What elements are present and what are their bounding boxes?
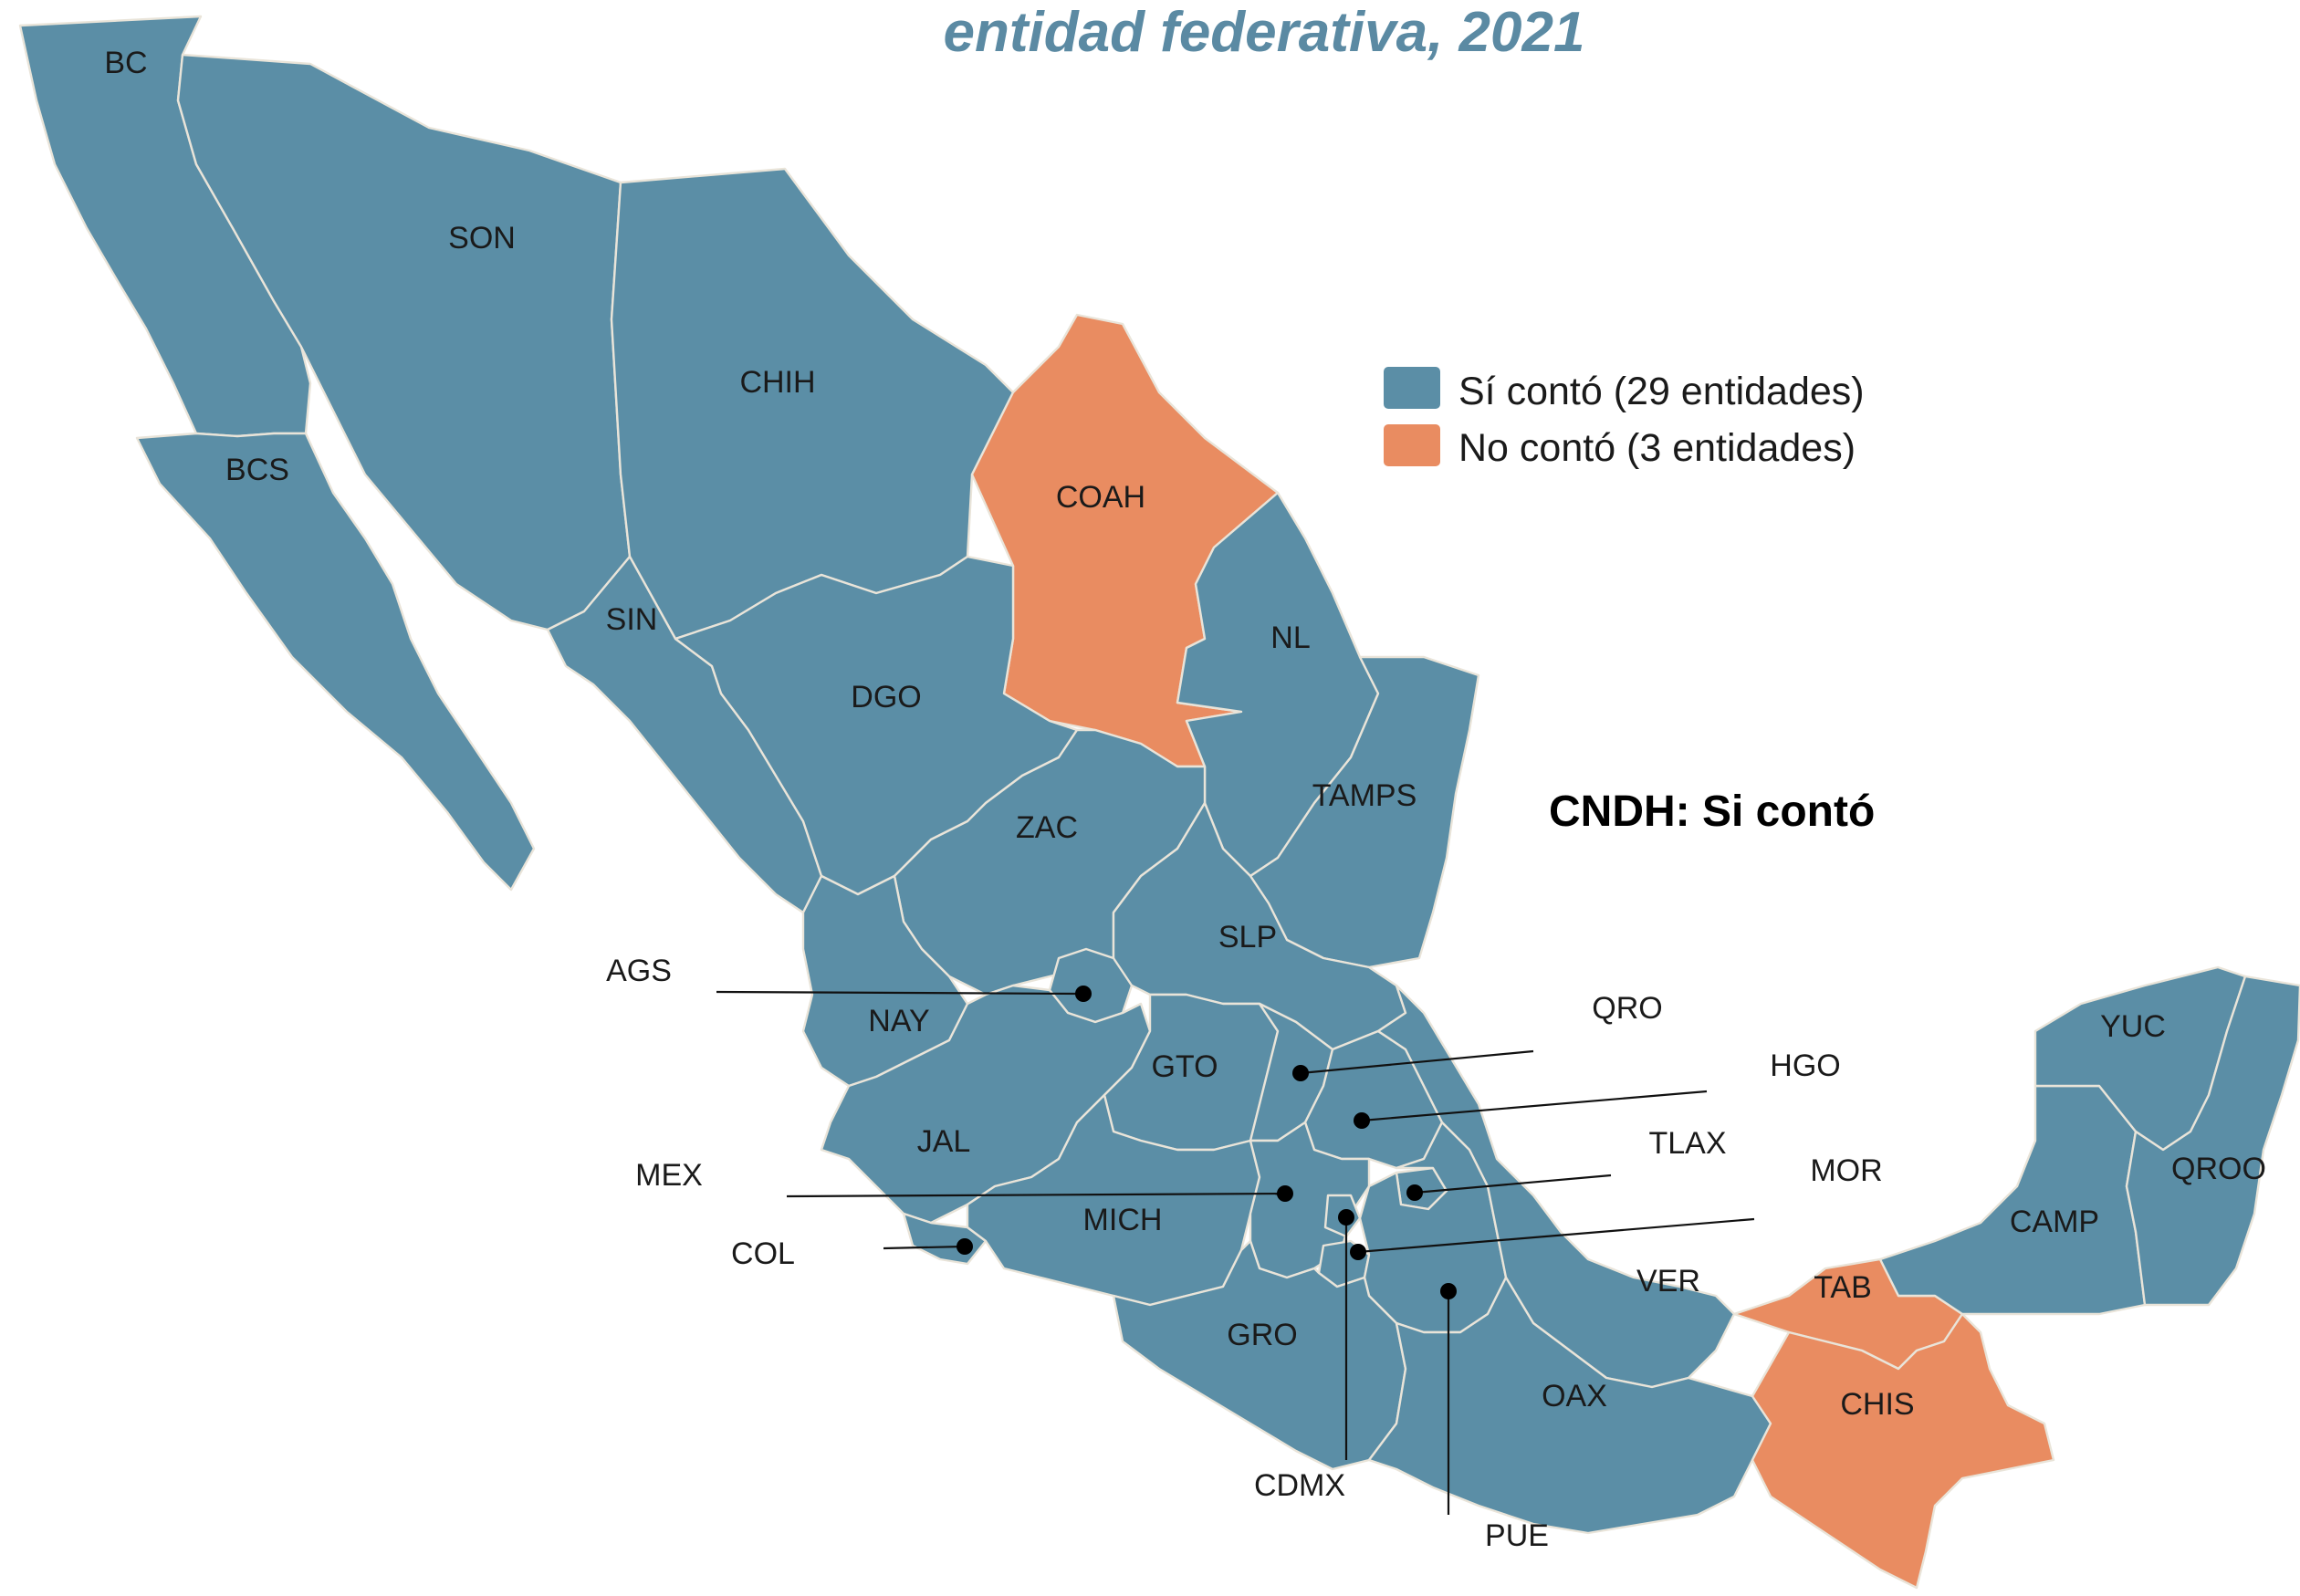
- label-oax: OAX: [1542, 1379, 1607, 1413]
- label-bcs: BCS: [225, 453, 289, 487]
- leader-col: [883, 1245, 966, 1250]
- leader-ags: [716, 990, 1082, 996]
- cndh-note: CNDH: Si contó: [1549, 788, 1875, 836]
- label-bc: BC: [104, 46, 147, 80]
- dot-mex: [1277, 1185, 1293, 1202]
- map-title: entidad federativa, 2021: [944, 1, 1585, 64]
- state-chis[interactable]: [1751, 1312, 2055, 1590]
- label-tab: TAB: [1814, 1270, 1872, 1305]
- legend-swatch-no: [1384, 424, 1440, 466]
- state-labels: BC BCS SON CHIH COAH NL TAMPS SIN DGO ZA…: [104, 46, 2266, 1553]
- state-son[interactable]: [176, 53, 632, 631]
- label-pue: PUE: [1485, 1518, 1549, 1553]
- label-chih: CHIH: [739, 365, 815, 400]
- leader-tlax: [1414, 1174, 1612, 1194]
- state-zac[interactable]: [893, 728, 1207, 996]
- state-camp[interactable]: [1878, 1084, 2147, 1316]
- dot-cdmx: [1338, 1209, 1354, 1226]
- dot-tlax: [1406, 1184, 1423, 1201]
- leader-hgo: [1361, 1090, 1708, 1122]
- label-gto: GTO: [1151, 1049, 1218, 1084]
- label-nay: NAY: [868, 1004, 929, 1038]
- leader-mor: [1357, 1217, 1755, 1254]
- label-mex: MEX: [635, 1158, 703, 1193]
- legend-label-si: Sí contó (29 entidades): [1458, 370, 1865, 413]
- label-tlax: TLAX: [1648, 1126, 1726, 1161]
- dot-col: [957, 1238, 973, 1255]
- label-mor: MOR: [1810, 1153, 1882, 1188]
- states-layer: [18, 15, 2300, 1590]
- legend-label-no: No contó (3 entidades): [1458, 426, 1856, 470]
- state-gro[interactable]: [1112, 1239, 1407, 1471]
- label-chis: CHIS: [1840, 1387, 1914, 1422]
- dot-pue: [1440, 1283, 1457, 1299]
- dot-mor: [1350, 1244, 1366, 1260]
- label-gro: GRO: [1227, 1318, 1297, 1352]
- state-mich[interactable]: [966, 1093, 1261, 1307]
- leader-lines: [716, 986, 1755, 1515]
- label-ver: VER: [1636, 1264, 1700, 1299]
- state-bcs[interactable]: [135, 432, 536, 892]
- dot-qro: [1292, 1065, 1309, 1081]
- label-tamps: TAMPS: [1312, 778, 1417, 813]
- legend-swatch-si: [1384, 367, 1440, 409]
- label-coah: COAH: [1056, 480, 1145, 515]
- label-yuc: YUC: [2100, 1009, 2166, 1044]
- label-dgo: DGO: [851, 680, 921, 715]
- label-camp: CAMP: [2010, 1205, 2099, 1239]
- dot-hgo: [1354, 1112, 1370, 1129]
- label-slp: SLP: [1218, 920, 1277, 954]
- label-ags: AGS: [606, 954, 672, 988]
- label-qro: QRO: [1592, 991, 1662, 1026]
- label-hgo: HGO: [1770, 1048, 1840, 1083]
- state-qroo[interactable]: [2125, 975, 2300, 1307]
- legend: Sí contó (29 entidades) No contó (3 enti…: [1384, 367, 1865, 470]
- leader-mex: [786, 1192, 1286, 1198]
- label-jal: JAL: [917, 1124, 971, 1159]
- label-nl: NL: [1270, 621, 1310, 655]
- label-qroo: QROO: [2171, 1152, 2266, 1186]
- label-col: COL: [731, 1236, 795, 1271]
- label-zac: ZAC: [1016, 810, 1078, 845]
- leader-qro: [1300, 1049, 1534, 1075]
- label-son: SON: [448, 221, 516, 256]
- label-sin: SIN: [606, 602, 658, 637]
- dot-ags: [1075, 986, 1092, 1002]
- label-cdmx: CDMX: [1254, 1468, 1345, 1503]
- label-mich: MICH: [1083, 1203, 1163, 1237]
